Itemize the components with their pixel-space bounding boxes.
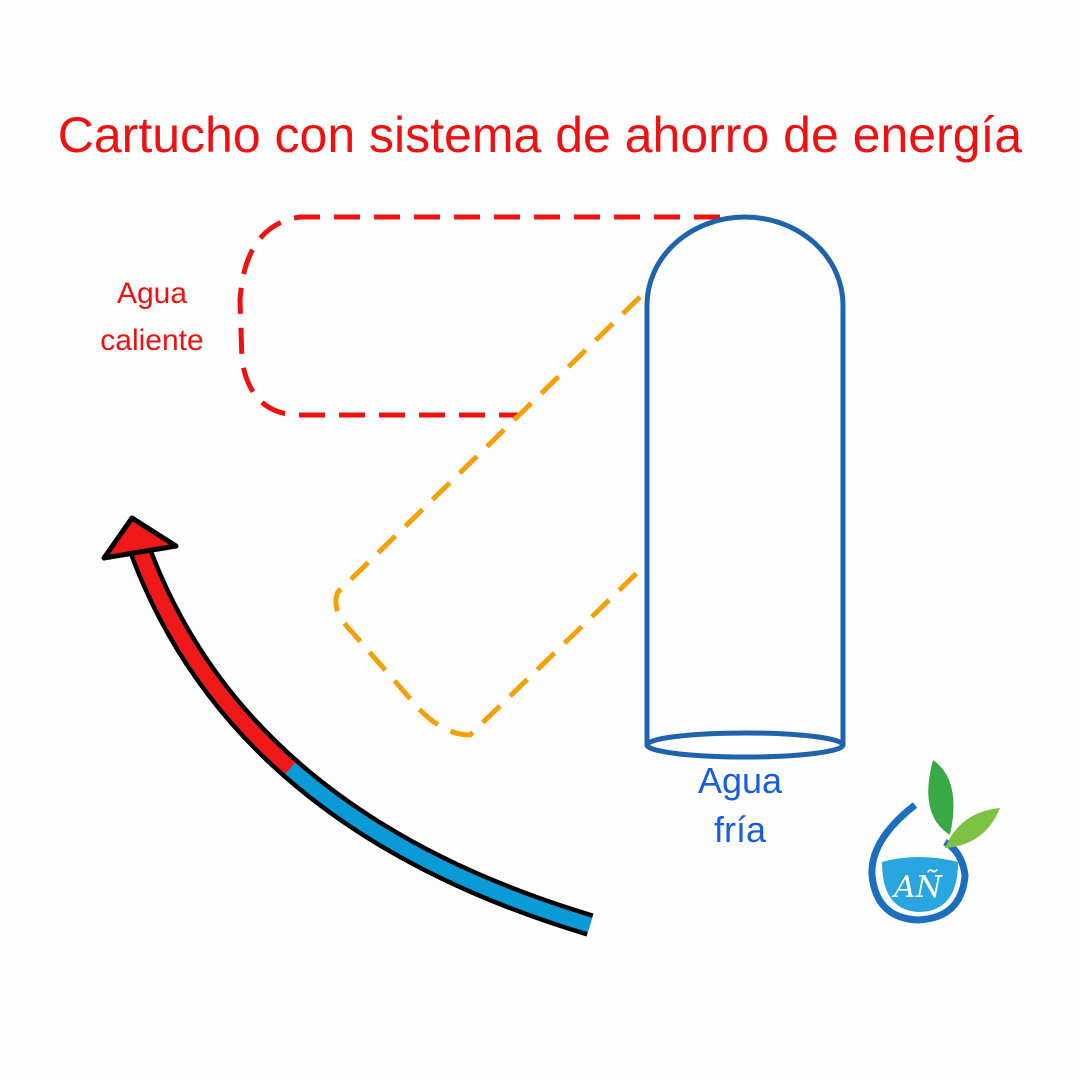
leaf-icon bbox=[945, 808, 1000, 848]
water-fill bbox=[882, 857, 958, 912]
arrow-hot-segment bbox=[132, 547, 593, 933]
diagram-title: Cartucho con sistema de ahorro de energí… bbox=[58, 107, 1023, 163]
hot-water-label-line1: Agua bbox=[117, 277, 187, 310]
arrow-outline bbox=[128, 545, 594, 937]
water-drop-icon bbox=[868, 802, 969, 924]
logo-letters: AÑ bbox=[891, 869, 944, 905]
hot-water-zone bbox=[237, 214, 720, 418]
temperature-arrow bbox=[101, 515, 594, 937]
arrow-head bbox=[101, 515, 179, 561]
arrow-cold-segment bbox=[132, 547, 593, 933]
cold-water-label-line1: Agua bbox=[698, 760, 783, 801]
cold-water-label-line2: fría bbox=[714, 809, 767, 850]
logo: AÑ bbox=[868, 760, 1000, 924]
cartridge-body bbox=[644, 214, 846, 745]
mixed-water-zone bbox=[333, 295, 642, 738]
cartridge-base bbox=[644, 730, 846, 760]
leaf-icon bbox=[928, 760, 954, 835]
hot-water-label-line2: caliente bbox=[100, 324, 203, 357]
